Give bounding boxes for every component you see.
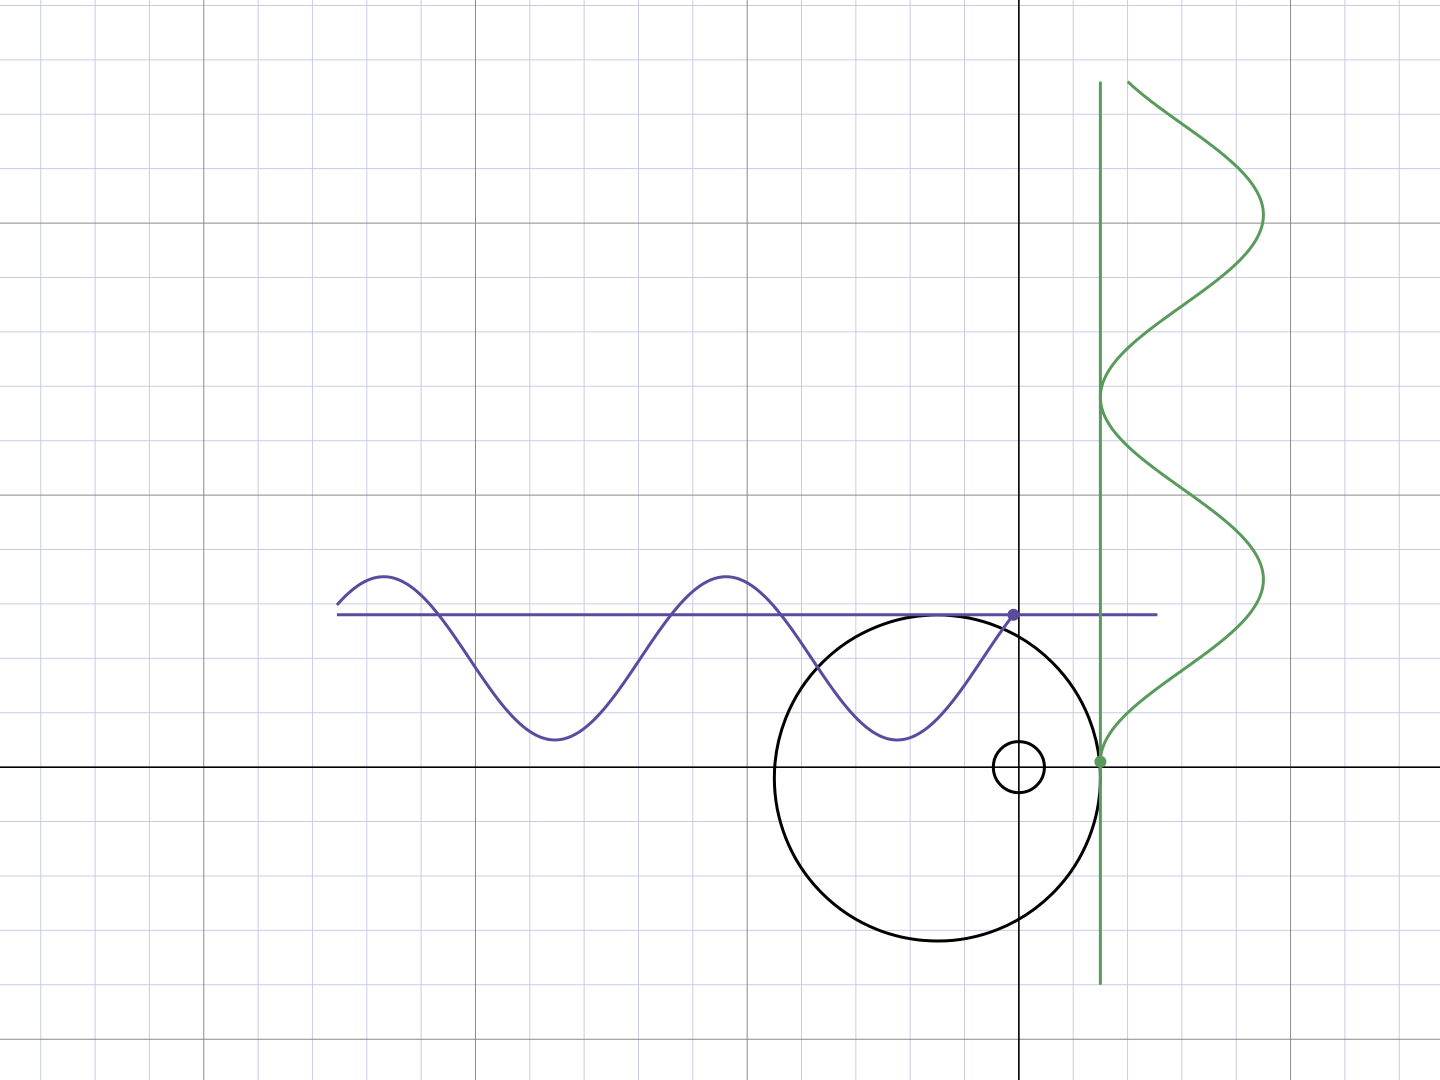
vertical-wave-curve[interactable] <box>1098 80 1265 762</box>
horizontal-wave-curve[interactable] <box>335 575 1015 742</box>
vertical-tracer-point[interactable] <box>1094 755 1107 768</box>
horizontal-tracer-point[interactable] <box>1007 608 1020 621</box>
origin-circle[interactable] <box>991 740 1046 795</box>
